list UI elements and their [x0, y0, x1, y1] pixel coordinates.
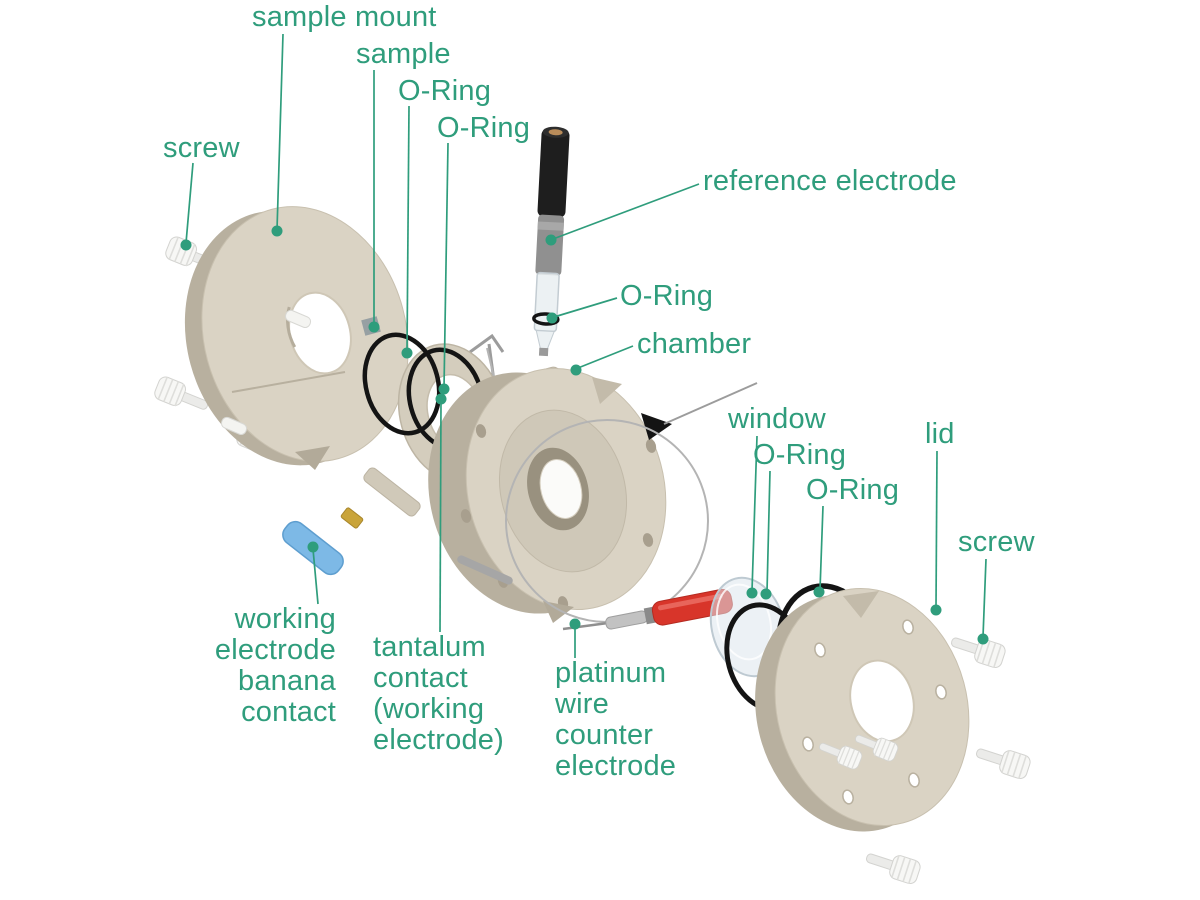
- label-platinum-wire-counter-electrode: platinum wire counter electrode: [555, 657, 677, 783]
- label-working-electrode-banana-contact: working electrode banana contact: [214, 603, 336, 729]
- leader-screw-left: [180, 162, 194, 251]
- label-sample: sample: [356, 38, 451, 70]
- leader-sample: [368, 70, 380, 333]
- label-oring-reference: O-Ring: [620, 280, 714, 312]
- leader-chamber: [570, 345, 634, 376]
- label-lid: lid: [925, 418, 955, 450]
- leader-tantalum-contact: [435, 393, 447, 633]
- leader-oring-sample-1: [401, 105, 413, 359]
- chamber-part: [428, 347, 758, 623]
- leader-lid: [930, 450, 942, 616]
- lid-disc: [755, 588, 970, 832]
- leader-screw-right: [977, 558, 989, 645]
- leader-oring-window-1: [760, 470, 772, 600]
- leader-oring-sample-2: [438, 142, 450, 395]
- label-oring-sample-2: O-Ring: [437, 112, 531, 144]
- label-oring-sample-1: O-Ring: [398, 75, 492, 107]
- leader-oring-reference: [546, 297, 618, 324]
- screw-right-2: [972, 740, 1033, 782]
- reference-electrode-part: [532, 126, 570, 357]
- label-window: window: [728, 403, 826, 435]
- leader-platinum-wire: [569, 618, 581, 658]
- label-screw-left: screw: [163, 132, 240, 164]
- leader-sample-mount: [271, 33, 284, 237]
- leader-reference-electrode: [545, 183, 700, 246]
- oring-sample-1-part: [362, 332, 442, 436]
- counter-electrode-port: [641, 413, 672, 440]
- label-sample-mount: sample mount: [252, 1, 437, 33]
- oring-reference-part: [532, 312, 560, 326]
- label-oring-window-1: O-Ring: [753, 439, 847, 471]
- label-oring-window-2: O-Ring: [806, 474, 900, 506]
- label-tantalum-contact: tantalum contact (working electrode): [373, 631, 504, 757]
- screw-right-3: [862, 845, 923, 887]
- holder-clip: [469, 333, 505, 354]
- brass-contact: [340, 507, 364, 529]
- sample-mount-disc: [184, 206, 409, 470]
- label-screw-right: screw: [958, 526, 1035, 558]
- leader-working-electrode: [307, 541, 319, 605]
- counter-electrode-part: [562, 588, 733, 631]
- leader-oring-window-2: [813, 505, 825, 598]
- label-chamber: chamber: [637, 328, 752, 360]
- label-reference-electrode: reference electrode: [703, 165, 957, 197]
- leader-window: [746, 435, 758, 599]
